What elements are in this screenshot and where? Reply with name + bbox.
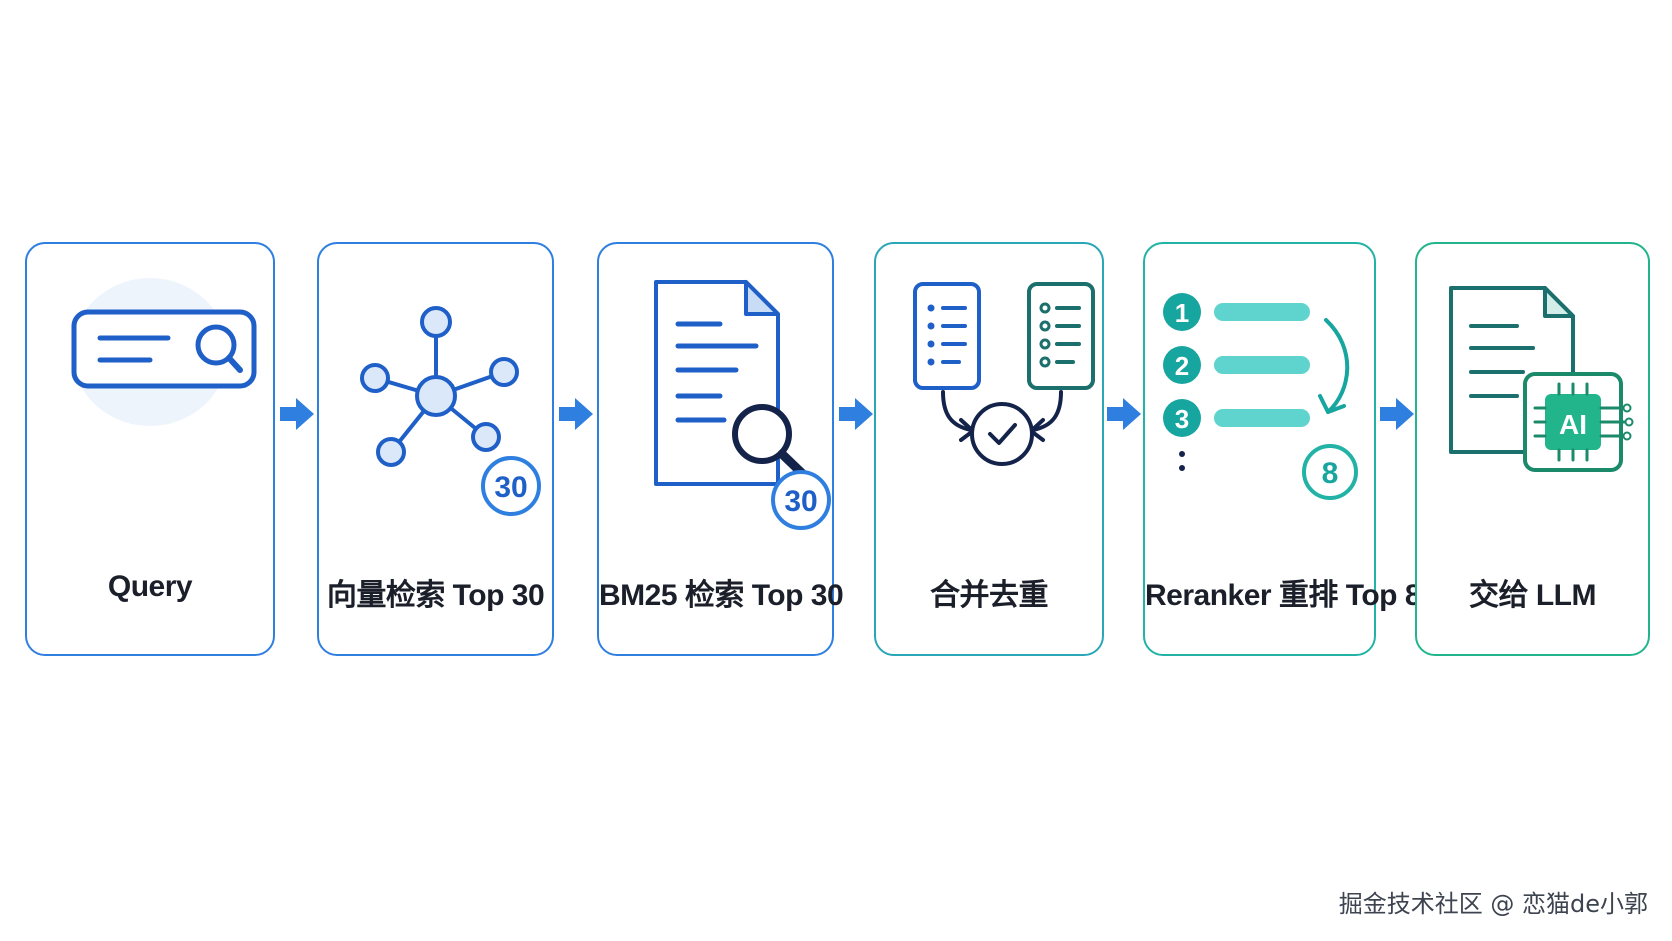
- arrow-right-icon: [280, 398, 314, 430]
- step-label: Reranker 重排 Top 8: [1145, 579, 1422, 612]
- badge-circle: [480, 456, 541, 516]
- vector-network-icon: 30: [359, 306, 541, 516]
- step-card-reranker: 1 2 3 8 Reranker 重排 Top 8: [1143, 242, 1422, 656]
- step-card-vector-retrieval: 30 向量检索 Top 30: [317, 242, 554, 656]
- merge-dedupe-icon: [913, 282, 1095, 466]
- badge-count: 30: [784, 485, 817, 518]
- step-label: 交给 LLM: [1469, 579, 1596, 612]
- rank-2: 2: [1174, 351, 1188, 381]
- step-card-query: Query: [25, 242, 275, 656]
- badge-count: 8: [1321, 457, 1338, 490]
- arrow-right-icon: [1380, 398, 1414, 430]
- document-search-icon: 30: [653, 280, 831, 530]
- badge-count: 30: [494, 471, 527, 504]
- step-label: BM25 检索 Top 30: [599, 579, 844, 612]
- ranked-list-icon: 1 2 3 8: [1162, 293, 1358, 500]
- badge-circle: [770, 470, 831, 530]
- watermark: 掘金技术社区 @ 恋猫de小郭: [1338, 890, 1648, 918]
- ai-chip-document-icon: AI: [1448, 286, 1633, 472]
- step-card-merge-dedupe: 合并去重: [874, 242, 1104, 656]
- step-label: Query: [107, 570, 193, 603]
- rank-3: 3: [1174, 404, 1188, 434]
- arrow-right-icon: [1107, 398, 1141, 430]
- step-card-bm25-retrieval: 30 BM25 检索 Top 30: [597, 242, 844, 656]
- ai-chip-label: AI: [1559, 409, 1587, 440]
- arrow-right-icon: [839, 398, 873, 430]
- search-bar-icon: [71, 278, 257, 426]
- step-label: 向量检索 Top 30: [326, 579, 545, 612]
- check-circle-icon: [970, 402, 1034, 466]
- step-card-llm: AI: [1415, 242, 1650, 656]
- arrow-right-icon: [559, 398, 593, 430]
- step-label: 合并去重: [930, 579, 1049, 612]
- rank-1: 1: [1174, 298, 1188, 328]
- badge-circle: [1301, 444, 1358, 500]
